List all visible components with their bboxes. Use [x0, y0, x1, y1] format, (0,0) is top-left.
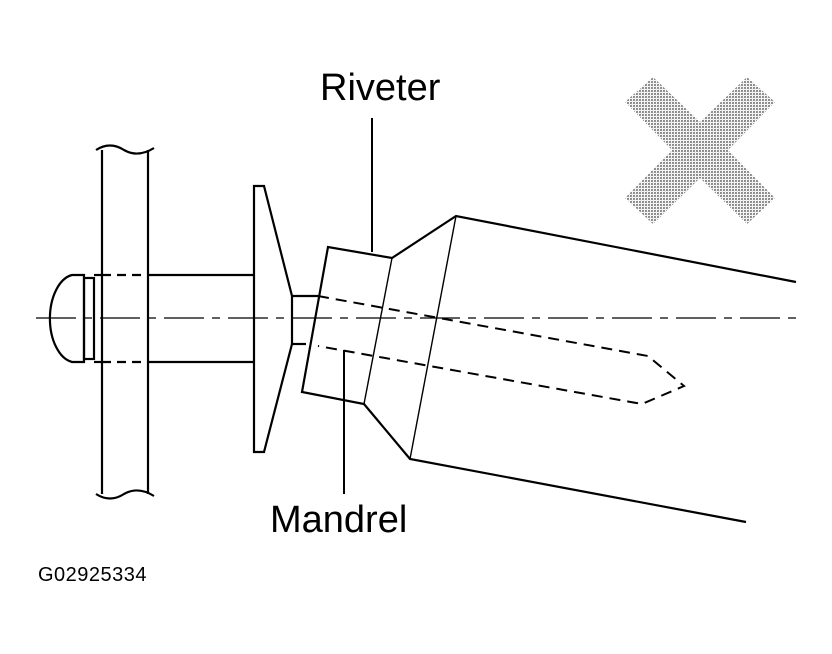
rivet-shank — [94, 273, 254, 364]
mandrel-label: Mandrel — [270, 499, 408, 541]
figure-id: G02925334 — [38, 564, 148, 586]
riveter-tool — [300, 214, 797, 524]
mandrel-hidden-lines — [317, 295, 686, 406]
panel-section — [95, 144, 155, 500]
riveter-label: Riveter — [320, 67, 441, 109]
incorrect-x-icon — [625, 77, 775, 224]
rivet-head — [48, 273, 96, 364]
rivet-flange — [252, 184, 318, 454]
